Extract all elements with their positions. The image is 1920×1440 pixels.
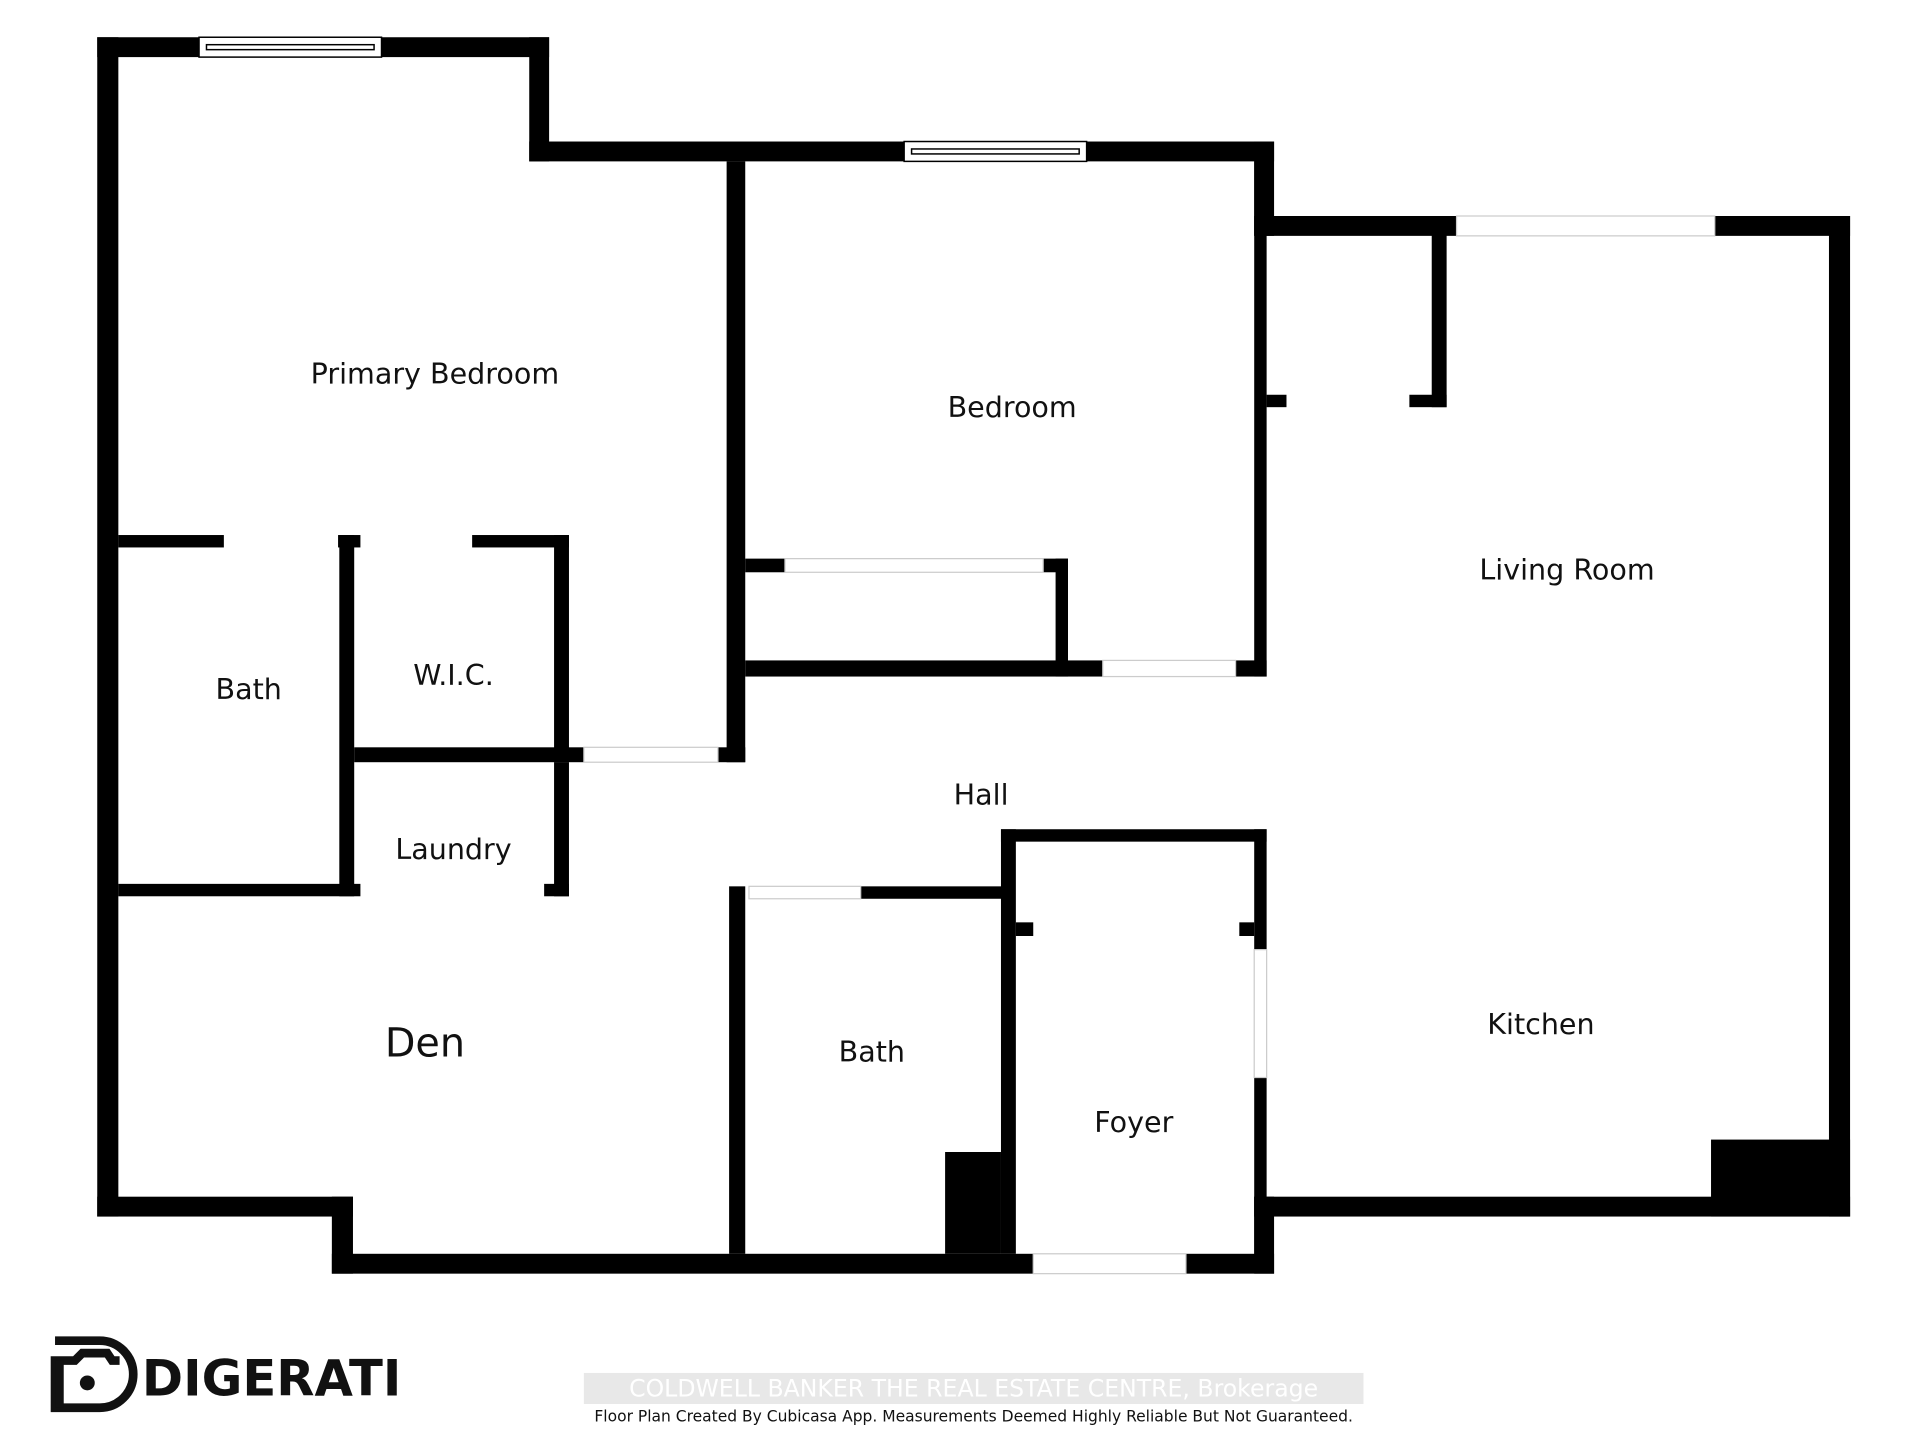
wall xyxy=(1711,1139,1851,1217)
wall xyxy=(1266,394,1287,408)
door-opening xyxy=(748,885,862,900)
wall xyxy=(354,747,584,763)
room-label-hall: Hall xyxy=(954,777,1009,811)
door-opening xyxy=(1253,949,1268,1079)
wall xyxy=(1000,829,1267,842)
wall xyxy=(1431,216,1447,408)
wall xyxy=(726,161,746,763)
window-pane xyxy=(205,43,375,51)
wall xyxy=(1409,394,1447,408)
wall xyxy=(529,141,1275,162)
wall xyxy=(1254,1077,1267,1254)
wall xyxy=(554,535,569,763)
wall xyxy=(1239,922,1255,936)
disclaimer: Floor Plan Created By Cubicasa App. Meas… xyxy=(594,1407,1353,1425)
logo-text: DIGERATI xyxy=(142,1349,401,1407)
wall xyxy=(860,886,1004,899)
wall xyxy=(729,886,746,1254)
watermark-background xyxy=(583,1372,1364,1404)
window-pane xyxy=(910,148,1080,155)
door-opening xyxy=(583,746,719,763)
walls xyxy=(97,37,1851,1274)
wall xyxy=(1000,829,1016,1254)
wall xyxy=(1015,922,1034,936)
room-label-bath-2: Bath xyxy=(839,1034,905,1068)
room-label-laundry: Laundry xyxy=(395,832,511,866)
wall xyxy=(529,37,550,162)
room-label-primary-bedroom: Primary Bedroom xyxy=(311,357,560,391)
room-label-kitchen: Kitchen xyxy=(1487,1007,1594,1041)
wall xyxy=(554,762,569,897)
wall xyxy=(717,747,746,763)
wall xyxy=(472,535,569,548)
door-opening xyxy=(784,558,1044,573)
watermark: COLDWELL BANKER THE REAL ESTATE CENTRE, … xyxy=(629,1375,1318,1403)
camera-logo-icon xyxy=(50,1336,138,1413)
wall xyxy=(118,883,361,897)
room-label-bedroom: Bedroom xyxy=(948,390,1077,424)
room-label-living-room: Living Room xyxy=(1479,553,1654,587)
wall xyxy=(544,883,569,897)
door-opening xyxy=(1102,659,1237,678)
room-label-den: Den xyxy=(385,1020,465,1066)
wall xyxy=(945,1152,1001,1254)
room-label-wic: W.I.C. xyxy=(413,658,494,692)
wall xyxy=(745,660,1103,677)
digerati-logo: DIGERATI xyxy=(50,1336,401,1413)
wall xyxy=(339,535,355,897)
wall xyxy=(118,535,224,548)
wall xyxy=(1254,829,1267,950)
wall xyxy=(1254,161,1267,677)
room-label-foyer: Foyer xyxy=(1094,1105,1173,1139)
wall xyxy=(97,37,119,1217)
openings xyxy=(198,36,1716,1275)
wall xyxy=(1828,216,1851,1217)
room-label-bath: Bath xyxy=(216,672,282,706)
door-opening xyxy=(1455,215,1716,237)
wall xyxy=(1254,1196,1851,1217)
wall xyxy=(745,558,785,573)
wall xyxy=(97,1196,353,1217)
door-opening xyxy=(1032,1253,1187,1275)
wall xyxy=(1055,558,1068,677)
